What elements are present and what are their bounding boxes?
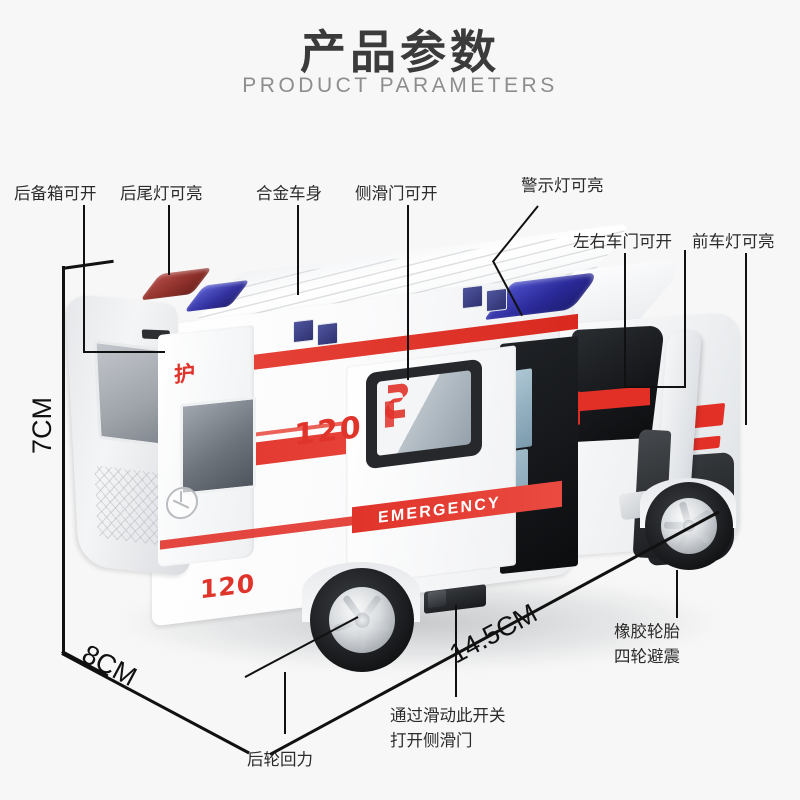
roof-window-2 <box>317 321 338 347</box>
leader-line-alloy-body <box>297 205 299 295</box>
rear-rim <box>329 587 395 653</box>
callout-trunk: 后备箱可开 <box>14 184 97 203</box>
callout-switch: 通过滑动此开关 打开侧滑门 <box>390 704 506 754</box>
callout-warning-light: 警示灯可亮 <box>521 176 604 195</box>
callout-tires: 橡胶轮胎 四轮避震 <box>614 620 680 670</box>
callout-sliding-door: 侧滑门可开 <box>355 184 438 203</box>
decal-nurse-char: 护 <box>174 360 195 388</box>
medical-cross-icon <box>385 383 408 428</box>
leader-line-side-doors-v <box>624 253 626 388</box>
roof-window-3 <box>462 284 483 310</box>
dimension-label-height: 7CM <box>27 396 58 455</box>
dimension-line-height <box>62 266 65 652</box>
callout-side-doors: 左右车门可开 <box>573 232 672 251</box>
leader-line-side-doors-h <box>624 386 684 388</box>
callout-alloy-body: 合金车身 <box>256 184 322 203</box>
callout-pullback: 后轮回力 <box>247 750 313 769</box>
leader-line-trunk-h <box>83 351 165 353</box>
leader-line-headlight <box>745 253 747 425</box>
sliding-door-switch-knob[interactable] <box>428 589 446 609</box>
leader-line-pullback-v <box>284 672 286 734</box>
callout-headlight: 前车灯可亮 <box>692 232 775 251</box>
callout-taillight: 后尾灯可亮 <box>120 184 203 203</box>
callout-switch-line1: 通过滑动此开关 <box>390 706 506 725</box>
leader-line-taillight <box>168 205 170 275</box>
callout-tires-line1: 橡胶轮胎 <box>614 622 680 641</box>
page-subtitle: PRODUCT PARAMETERS <box>242 74 558 97</box>
rear-door-window <box>180 396 256 496</box>
leader-line-tires <box>676 570 678 618</box>
callout-tires-line2: 四轮避震 <box>614 646 680 666</box>
roof-window-4 <box>486 287 507 313</box>
leader-line-sliding-door <box>407 205 409 380</box>
roof-window-1 <box>293 318 314 344</box>
leader-line-side-doors-v2 <box>684 250 686 388</box>
spoke <box>358 620 366 650</box>
spoke <box>359 594 382 623</box>
callout-switch-line2: 打开侧滑门 <box>390 730 473 750</box>
leader-line-trunk-v <box>83 205 85 353</box>
page-title: 产品参数 <box>300 25 500 79</box>
